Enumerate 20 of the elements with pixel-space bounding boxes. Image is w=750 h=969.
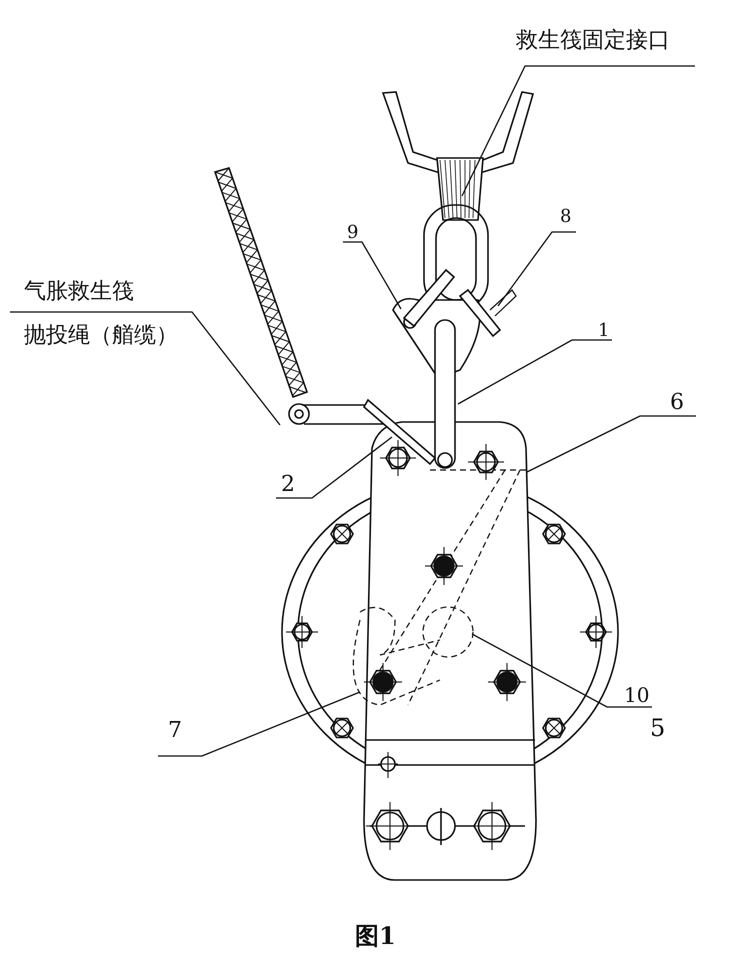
callout-number: 6 bbox=[670, 392, 684, 414]
leader-line bbox=[276, 436, 392, 499]
callout-label: 气胀救生筏 抛投绳（艏缆） bbox=[24, 270, 178, 358]
leader-line bbox=[10, 311, 281, 426]
callout-number: 2 bbox=[281, 474, 295, 496]
callout-number: 8 bbox=[560, 208, 572, 226]
leader-line bbox=[343, 241, 402, 310]
callout-label: 救生筏固定接口 bbox=[516, 30, 670, 52]
leader-line bbox=[526, 415, 696, 473]
callout-number: 10 bbox=[624, 685, 650, 705]
leader-line bbox=[497, 231, 576, 306]
callout-number: 9 bbox=[347, 224, 358, 242]
leader-line bbox=[472, 633, 652, 708]
callout-number: 1 bbox=[598, 322, 610, 340]
leader-line bbox=[461, 65, 695, 196]
callout-number: 7 bbox=[168, 720, 182, 742]
leader-line bbox=[158, 691, 360, 757]
callout-number: 5 bbox=[650, 716, 666, 740]
figure-caption: 图1 bbox=[355, 924, 396, 948]
leader-line bbox=[458, 339, 612, 405]
